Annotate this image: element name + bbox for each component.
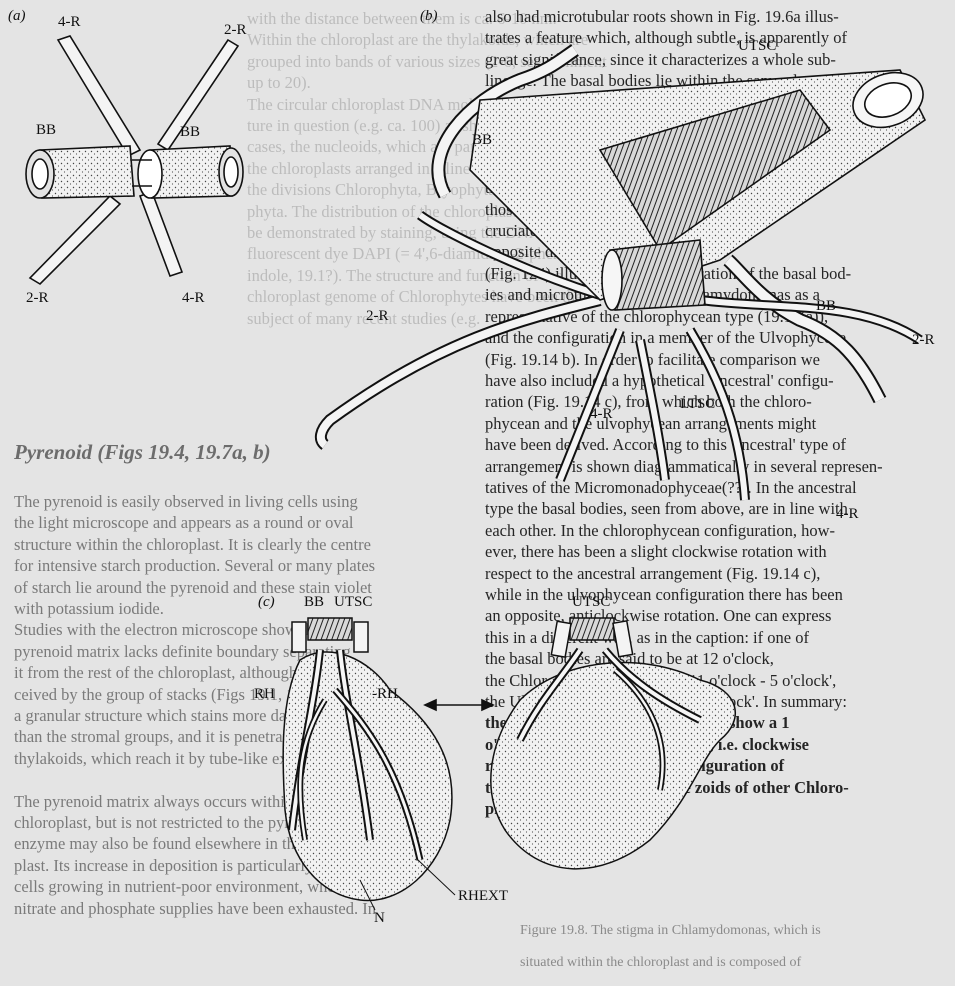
label-b-ltsc: LTSC [680,396,715,413]
label-b-bb-bottom: BB [816,298,836,315]
label-c-rh-right: -RH [372,686,398,703]
label-b-bb-top: BB [472,132,492,149]
panel-c-left-drawing [283,618,455,910]
label-a-bb-right: BB [180,124,200,141]
label-a-4r-top: 4-R [58,14,81,31]
label-b-4r-left: 4-R [590,406,613,423]
label-c-rh-left: RH [254,686,275,703]
label-a-bb-left: BB [36,122,56,139]
label-a-2r-bottom: 2-R [26,290,49,307]
label-b-2r-left: 2-R [366,308,389,325]
panel-b-label: (b) [420,8,438,25]
label-c-rhext: RHEXT [458,888,508,905]
panel-c-label: (c) [258,594,275,611]
label-a-2r-top: 2-R [224,22,247,39]
label-b-2r-right: 2-R [912,332,935,349]
label-a-4r-bottom: 4-R [182,290,205,307]
label-c-utsc-right: UTSC [572,594,610,611]
label-c-utsc-left: UTSC [334,594,372,611]
label-b-4r-bottom: 4-R [836,506,859,523]
label-c-n: N [374,910,385,927]
label-c-bb: BB [304,594,324,611]
panel-a-drawing [26,36,243,284]
label-b-utsc: UTSC [738,38,776,55]
panel-c-right-drawing [491,618,735,869]
panel-a-label: (a) [8,8,26,25]
panel-b-drawing [321,50,931,500]
double-arrow [425,700,493,710]
